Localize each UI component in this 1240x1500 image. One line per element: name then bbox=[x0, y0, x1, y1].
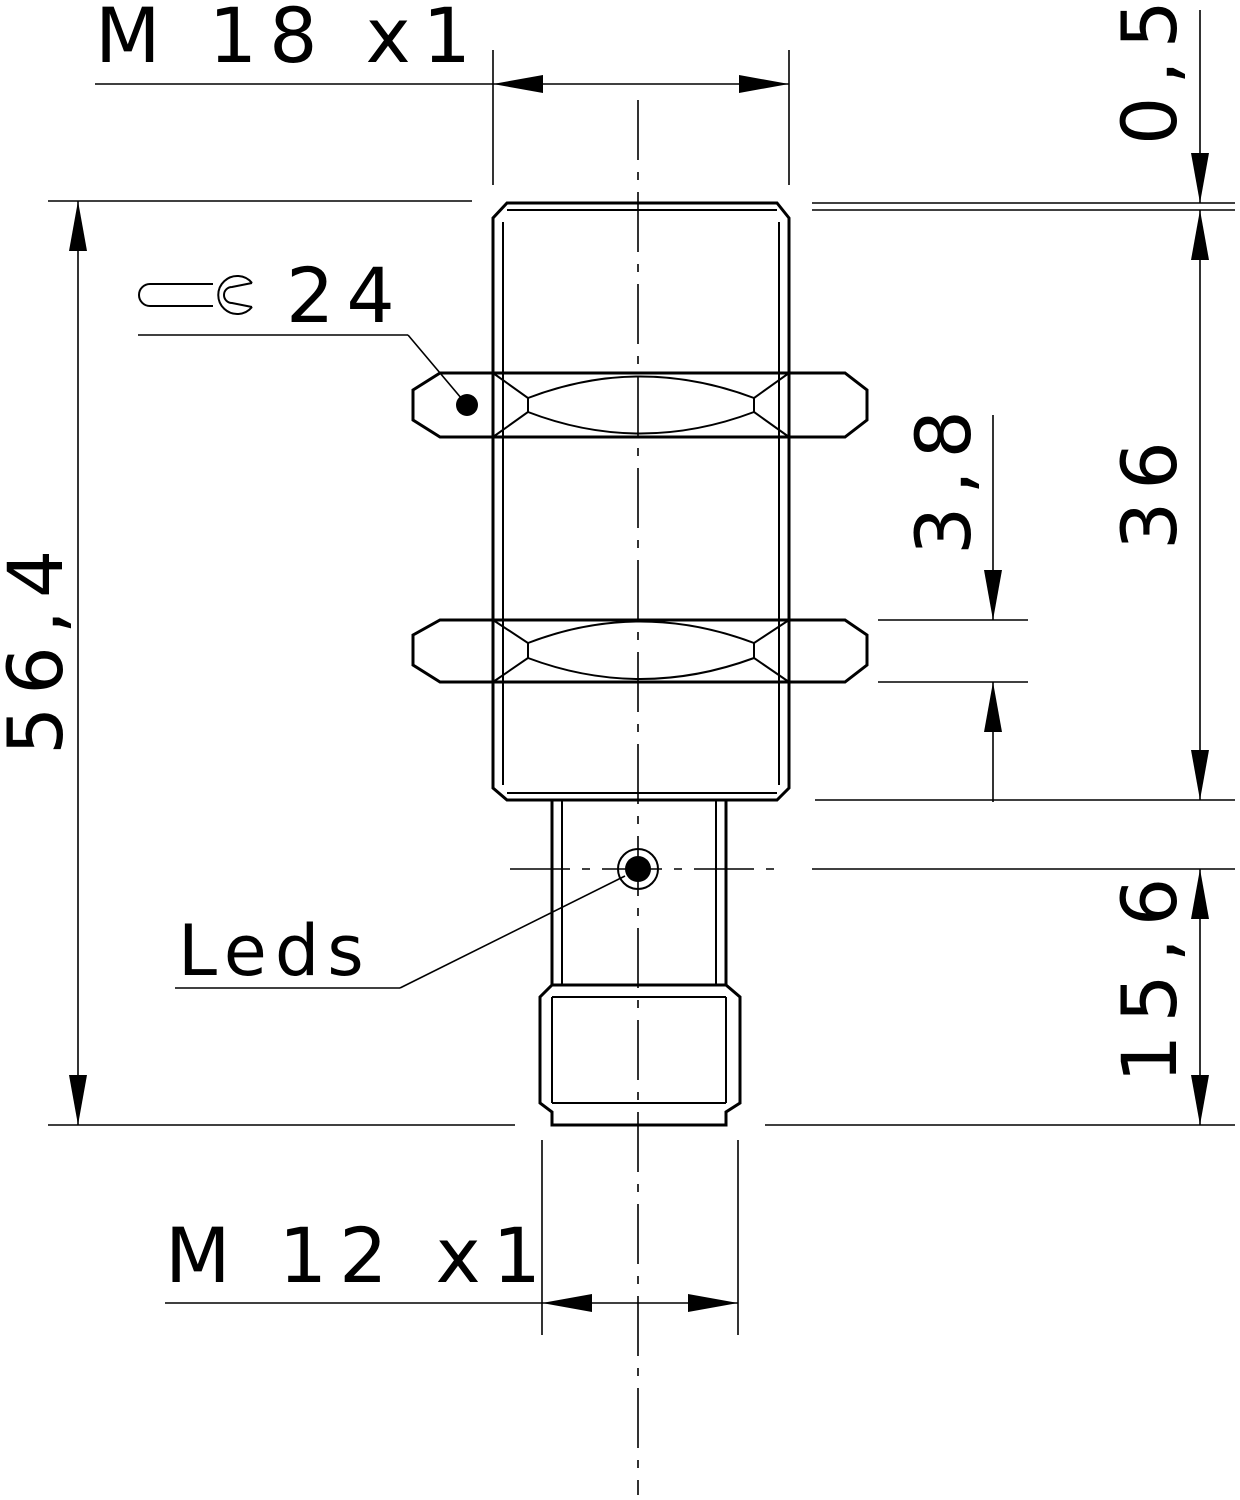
extension-lines bbox=[48, 50, 1235, 1335]
nut-thickness-label: 3,8 bbox=[899, 398, 988, 555]
thread-bottom-label: M 12 x1 bbox=[165, 1211, 553, 1300]
thread-top-label: M 18 x1 bbox=[95, 0, 483, 80]
leds-label: Leds bbox=[178, 910, 372, 992]
sensor-neck bbox=[550, 800, 728, 985]
wrench-size-label: 24 bbox=[286, 251, 407, 340]
wrench-icon bbox=[138, 275, 253, 315]
sensor-body bbox=[491, 201, 791, 802]
lower-nut bbox=[411, 618, 869, 684]
upper-nut bbox=[411, 371, 869, 439]
body-length-label: 36 bbox=[1105, 429, 1194, 550]
total-length-label: 56,4 bbox=[0, 538, 80, 755]
m12-connector bbox=[538, 983, 742, 1127]
dimension-lines bbox=[69, 10, 1209, 1312]
led-indicator bbox=[617, 848, 659, 890]
face-offset-label: 0,5 bbox=[1105, 0, 1194, 145]
leader-lines bbox=[138, 334, 626, 989]
connector-length-label: 15,6 bbox=[1105, 866, 1194, 1083]
